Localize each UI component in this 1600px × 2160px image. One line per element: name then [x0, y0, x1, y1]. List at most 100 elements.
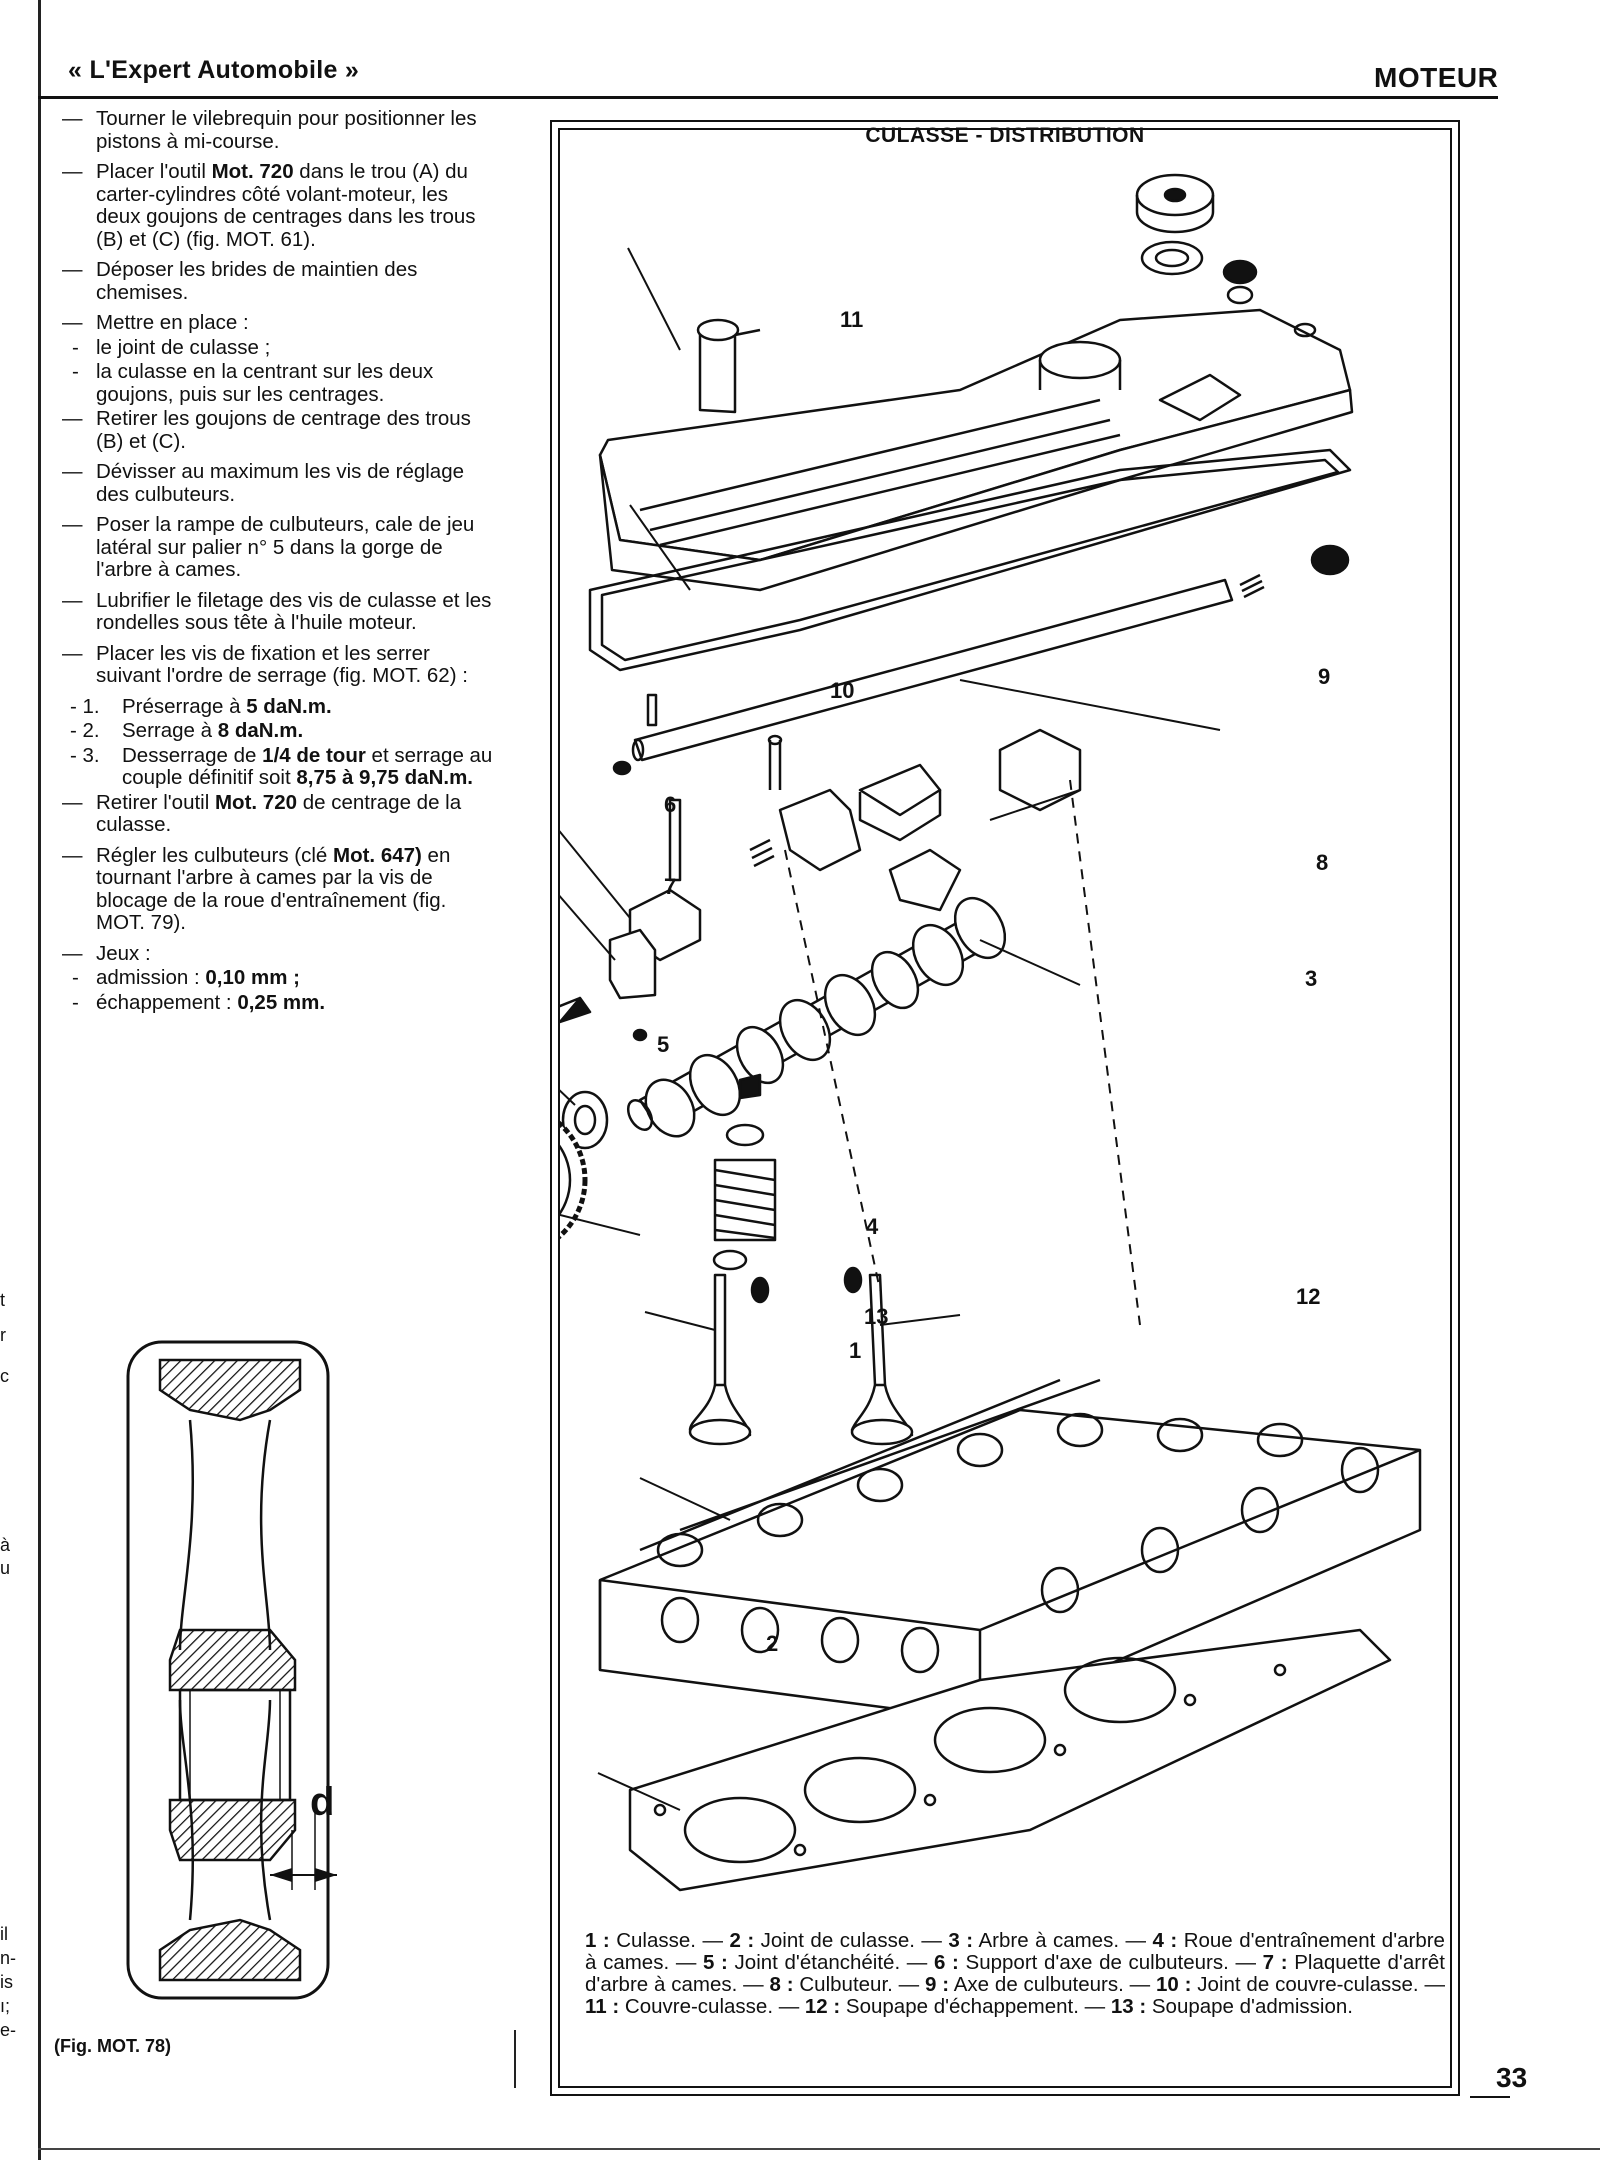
margin-fragment: à [0, 1535, 11, 1555]
instruction-step: — Lubrifier le filetage des vis de culass… [62, 588, 494, 635]
callout-4: 4 [866, 1214, 879, 1239]
bullet-dash: — [62, 258, 83, 281]
exhaust-valve [850, 1273, 914, 1446]
legend-entry: 6 : Support d'axe de culbuteurs. — [933, 1951, 1263, 1974]
pulley-section-figure [126, 1340, 337, 2000]
legend-entry: 12 : Soupape d'échappement. — [804, 1995, 1111, 2018]
instruction-step: — Placer l'outil Mot. 720 dans le trou (A… [62, 160, 494, 251]
margin-fragment: e- [0, 2020, 17, 2040]
rocker-arm [749, 728, 1082, 912]
timing-pulley [560, 1120, 588, 1240]
instruction-step: — Retirer l'outil Mot. 720 de centrage de… [62, 790, 494, 837]
leader-3 [979, 939, 1081, 986]
bullet-hyphen: - [72, 966, 79, 989]
legend-number: 6 : [933, 1951, 959, 1974]
bullet-dash: — [62, 641, 83, 665]
rocker-cover [598, 308, 1354, 592]
leader-6 [560, 830, 631, 919]
instruction-substep: -échappement : 0,25 mm. [72, 990, 494, 1015]
diagram-frame-inner [558, 128, 1452, 2088]
legend-number: 9 : [925, 1973, 950, 1996]
page-bottom-line [38, 2148, 1600, 2150]
instruction-text: Mettre en place : [96, 311, 249, 334]
column-rule [514, 2030, 516, 2088]
instruction-step: —Retirer les goujons de centrage des tro… [62, 407, 494, 453]
margin-fragment: ı; [0, 1996, 11, 2016]
diagram-frame [550, 120, 1460, 2096]
diagram-title: CULASSE - DISTRIBUTION [865, 124, 1145, 147]
bullet-dash: — [62, 790, 83, 814]
legend-number: 2 : [729, 1929, 755, 1952]
legend-entry: 13 : Soupape d'admission. [1110, 1995, 1353, 2018]
leader-11 [627, 247, 681, 351]
margin-fragment: c [0, 1366, 9, 1386]
leader-4 [560, 1214, 641, 1236]
legend-entry: 11 : Couvre-culasse. — [585, 1995, 805, 2018]
leader-13 [644, 1311, 716, 1331]
rocker-shaft [633, 578, 1234, 762]
bullet-dash: — [62, 941, 83, 965]
instruction-numbered-step: - 1.Préserrage à 5 daN.m. [70, 694, 494, 719]
legend-number: 13 : [1110, 1995, 1147, 2018]
margin-fragment: is [0, 1972, 13, 1992]
leader-8 [989, 789, 1081, 821]
callout-11: 11 [840, 307, 864, 332]
legend-entry: 3 : Arbre à cames. — [948, 1929, 1153, 1952]
callout-6: 6 [664, 792, 677, 817]
instruction-text: le joint de culasse ; [96, 335, 271, 359]
oil-filler-cap [1135, 173, 1215, 276]
publication-title: « L'Expert Automobile » [68, 56, 360, 84]
instruction-text: Serrage à 8 daN.m. [122, 719, 304, 742]
callout-2: 2 [766, 1631, 779, 1656]
bullet-dash: — [62, 107, 83, 130]
instruction-text: Desserrage de 1/4 de tour et serrage au … [122, 743, 493, 789]
instruction-text: Régler les culbuteurs (clé Mot. 647) en … [96, 843, 451, 934]
step-number: - 1. [70, 694, 100, 718]
legend-number: 10 : [1156, 1973, 1192, 1996]
legend-number: 7 : [1262, 1951, 1288, 1974]
valve-spring-assembly [712, 1073, 777, 1271]
dimension-label: d [310, 1780, 335, 1824]
exploded-cylinder-head-diagram [560, 173, 1422, 1892]
bullet-hyphen: - [72, 335, 79, 359]
instruction-text: échappement : 0,25 mm. [96, 990, 326, 1014]
diagram-legend: 1 : Culasse. — 2 : Joint de culasse. — 3… [585, 1930, 1445, 2018]
thrust-plate [560, 928, 657, 1042]
instruction-text: Tourner le vilebrequin pour positionner … [96, 107, 477, 153]
legend-entry: 4 : Roue d'entraînement d'arbre à cames.… [585, 1929, 1445, 1974]
oil-seal [561, 1090, 609, 1150]
instruction-step: —Régler les culbuteurs (clé Mot. 647) en… [62, 843, 494, 935]
rocker-cover-gasket [588, 448, 1352, 672]
instruction-text: Retirer les goujons de centrage des trou… [96, 407, 471, 453]
axis-line [1069, 779, 1141, 1326]
bullet-dash: — [62, 160, 83, 183]
bullet-dash: — [62, 311, 83, 334]
margin-fragment: t [0, 1290, 6, 1310]
legend-entry: 10 : Joint de couvre-culasse. — [1156, 1973, 1445, 1996]
instruction-step: —Jeux : [62, 941, 494, 966]
camshaft [626, 896, 1007, 1138]
leader-1 [639, 1477, 731, 1521]
instruction-text: Poser la rampe de culbuteurs, cale de je… [96, 513, 475, 581]
margin-fragment: u [0, 1558, 11, 1578]
instruction-text: Retirer l'outil Mot. 720 de centrage de … [96, 790, 462, 836]
page-number: 33 [1496, 2062, 1528, 2093]
bullet-dash: — [62, 513, 83, 536]
page-margin-line [38, 0, 41, 2160]
callout-12: 12 [1296, 1284, 1321, 1309]
callout-8: 8 [1316, 850, 1329, 875]
figure-caption: (Fig. MOT. 78) [54, 2036, 171, 2056]
axis-line [784, 849, 881, 1291]
instruction-text: Lubrifier le filetage des vis de culasse… [96, 588, 492, 634]
instruction-text: Placer l'outil Mot. 720 dans le trou (A)… [96, 160, 476, 251]
instruction-text: la culasse en la centrant sur les deux g… [96, 360, 434, 406]
bullet-dash: — [62, 588, 83, 612]
margin-fragment: n- [0, 1948, 17, 1968]
leader-5 [560, 1089, 576, 1106]
callout-1: 1 [849, 1338, 862, 1363]
legend-entry: 8 : Culbuteur. — [769, 1973, 925, 1996]
leader-9 [959, 679, 1221, 731]
instruction-step: — Mettre en place : [62, 311, 494, 335]
instruction-step: —Placer les vis de fixation et les serre… [62, 641, 494, 688]
header-rule [38, 96, 1498, 99]
